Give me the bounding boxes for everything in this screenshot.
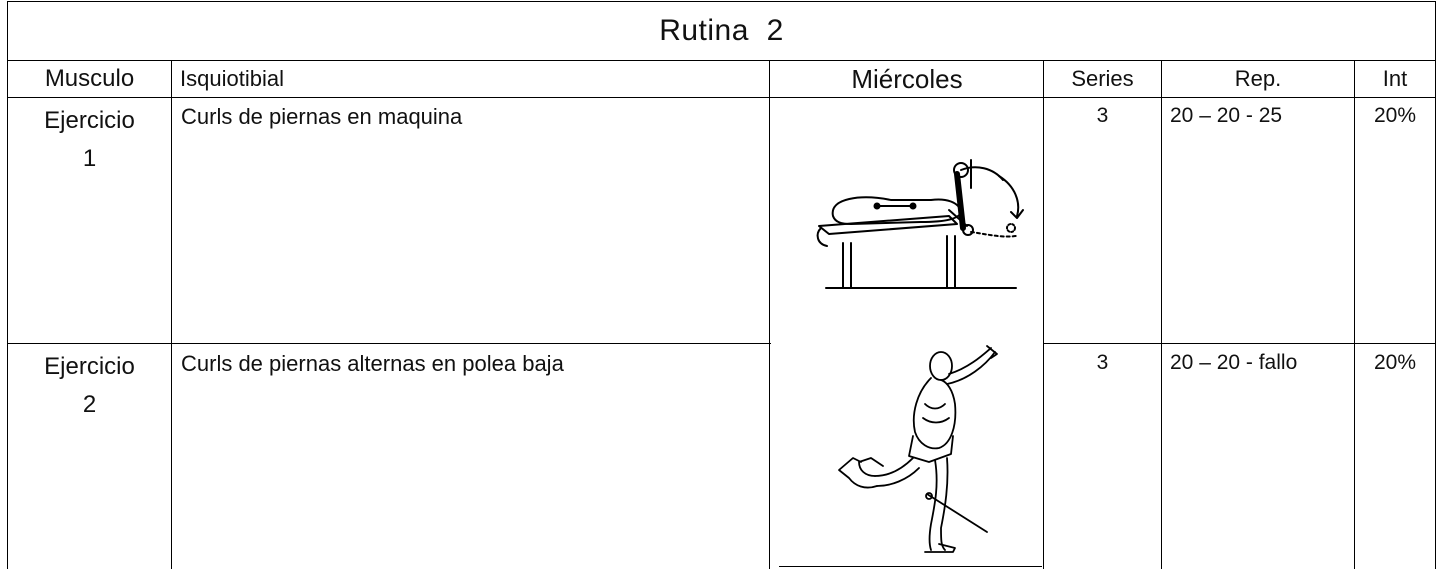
leg-curl-machine-illustration — [771, 98, 1043, 345]
exercise-2-rep: 20 – 20 - fallo — [1170, 351, 1298, 374]
routine-title: Rutina 2 — [659, 14, 784, 47]
exercise-1-label: Ejercicio 1 — [8, 104, 171, 176]
header-musculo: Musculo — [44, 65, 135, 92]
leg-curl-machine-drawing — [816, 159, 1024, 289]
exercise-2-label-text: Ejercicio — [44, 353, 135, 380]
header-series: Series — [1071, 66, 1134, 91]
header-day: Miércoles — [851, 63, 963, 94]
title-divider — [7, 60, 1436, 61]
col-divider-2 — [769, 60, 770, 569]
col-divider-5 — [1354, 60, 1355, 569]
col-divider-4 — [1161, 60, 1162, 569]
exercise-2-name: Curls de piernas alternas en polea baja — [181, 351, 564, 376]
cable-leg-curl-drawing — [838, 345, 998, 553]
exercise-1-series: 3 — [1096, 104, 1109, 127]
row-divider-right — [1043, 343, 1436, 344]
image-bottom-line — [779, 566, 1042, 567]
table-border-top — [7, 1, 1436, 2]
cable-leg-curl-illustration — [779, 344, 1042, 566]
exercise-1-name: Curls de piernas en maquina — [181, 104, 463, 129]
table-border-left — [7, 1, 8, 569]
header-rep: Rep. — [1234, 66, 1282, 91]
exercise-1-label-text: Ejercicio — [44, 107, 135, 134]
exercise-1-int: 20% — [1373, 104, 1417, 127]
exercise-2-int: 20% — [1373, 351, 1417, 374]
exercise-2-series: 3 — [1096, 351, 1109, 374]
col-divider-1 — [171, 60, 172, 569]
header-int: Int — [1382, 66, 1408, 91]
row-divider-left — [7, 343, 779, 344]
header-muscle-group: Isquiotibial — [180, 66, 284, 91]
exercise-1-rep: 20 – 20 - 25 — [1170, 104, 1283, 127]
col-divider-3 — [1043, 60, 1044, 569]
exercise-2-number: 2 — [82, 391, 97, 418]
exercise-2-label: Ejercicio 2 — [8, 350, 171, 422]
exercise-1-number: 1 — [82, 145, 97, 172]
header-divider — [7, 97, 1436, 98]
